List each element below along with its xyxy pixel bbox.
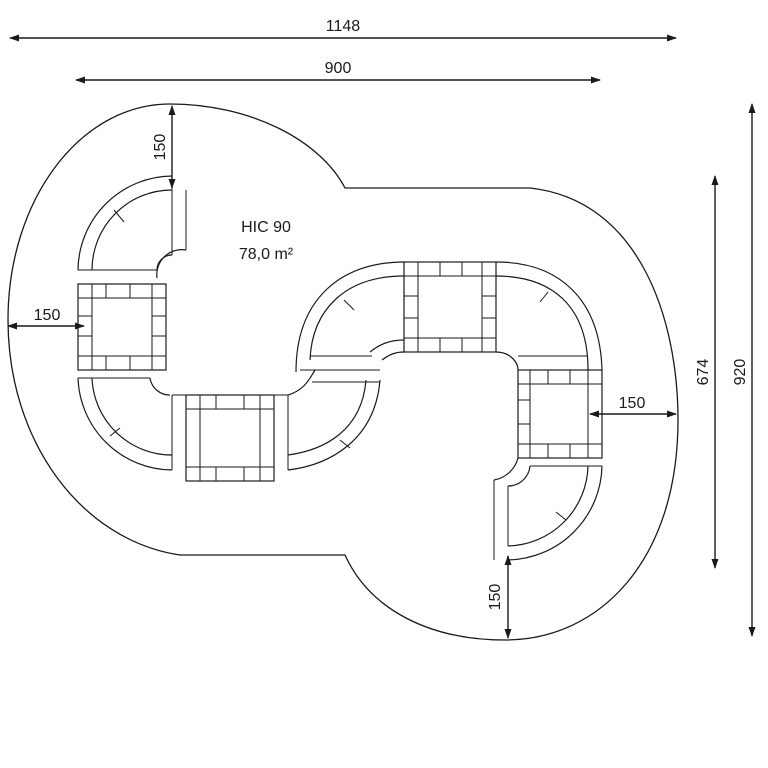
dimension-overall-width: 1148 [9,18,677,42]
dimension-overall-height: 920 [732,103,756,637]
svg-text:150: 150 [487,584,504,611]
area-label: 78,0 m² [239,246,294,263]
safety-zone-outline [7,103,679,641]
svg-text:150: 150 [152,134,169,161]
svg-text:674: 674 [695,359,712,386]
svg-text:900: 900 [325,60,352,77]
dimension-inner-height: 674 [695,175,719,569]
dimension-inner-width: 900 [75,60,601,84]
equipment-track [77,175,603,561]
dimension-margin-right: 150 [589,395,677,418]
svg-text:150: 150 [34,307,61,324]
dimension-margin-bottom: 150 [487,555,512,639]
dimension-margin-left: 150 [7,307,85,330]
svg-text:150: 150 [619,395,646,412]
dimension-margin-top: 150 [152,105,176,189]
hic-label: HIC 90 [241,219,291,236]
svg-text:1148: 1148 [326,18,361,35]
svg-text:920: 920 [732,359,749,386]
